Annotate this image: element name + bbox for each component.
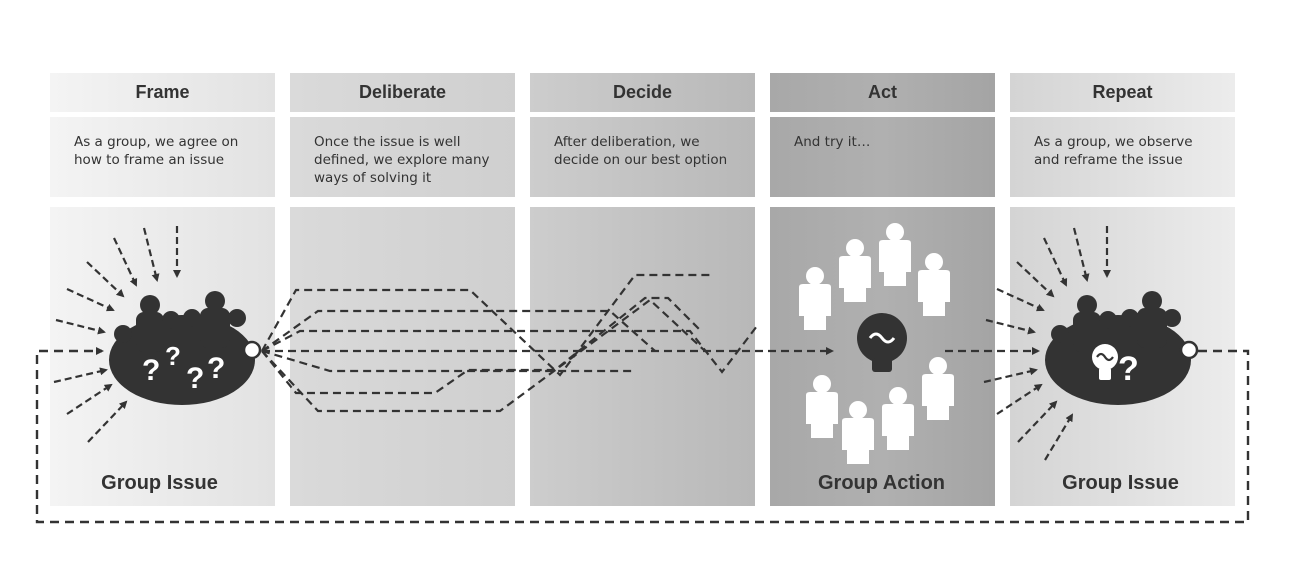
- svg-text:?: ?: [207, 352, 225, 385]
- crowd-with-lightbulb-and-question-icon: ?: [1045, 291, 1199, 405]
- stage-decide-header: Decide: [530, 73, 755, 112]
- stage-decide-description: After deliberation, we decide on our bes…: [530, 117, 755, 197]
- stage-decide-panel: [530, 207, 755, 506]
- stage-deliberate-title: Deliberate: [358, 82, 447, 102]
- caption-group-issue: Group Issue: [101, 472, 218, 494]
- svg-text:?: ?: [165, 341, 181, 371]
- feedback-loop-arrow: [35, 347, 1250, 524]
- stage-deliberate-header: Deliberate: [290, 73, 515, 112]
- people-around-lightbulb-icon: [799, 223, 954, 464]
- stage-decide-title: Decide: [612, 82, 673, 102]
- stage-frame-header: Frame: [50, 73, 275, 112]
- stage-repeat-header: Repeat: [1010, 73, 1235, 112]
- svg-text:?: ?: [142, 354, 160, 387]
- crowd-with-question-marks-icon: ? ? ? ?: [109, 291, 262, 405]
- stage-frame-description: As a group, we agree on how to frame an …: [50, 117, 275, 197]
- deliberation-paths: [261, 273, 1040, 413]
- stage-act-title: Act: [867, 82, 897, 102]
- stage-act-header: Act: [770, 73, 995, 112]
- stage-repeat-description: As a group, we observe and reframe the i…: [1010, 117, 1235, 197]
- svg-text:?: ?: [1118, 350, 1139, 388]
- svg-text:?: ?: [186, 362, 204, 395]
- stage-repeat-title: Repeat: [1092, 82, 1153, 102]
- stage-frame-title: Frame: [135, 82, 190, 102]
- stage-act-description: And try it…: [770, 117, 995, 197]
- incoming-arrows-frame: [53, 226, 181, 443]
- incoming-arrows-repeat: [983, 226, 1111, 461]
- caption-group-issue-repeat: Group Issue: [1062, 472, 1179, 494]
- caption-group-action: Group Action: [817, 472, 946, 494]
- stage-deliberate-description: Once the issue is well defined, we explo…: [290, 117, 515, 197]
- stage-deliberate-panel: [290, 207, 515, 506]
